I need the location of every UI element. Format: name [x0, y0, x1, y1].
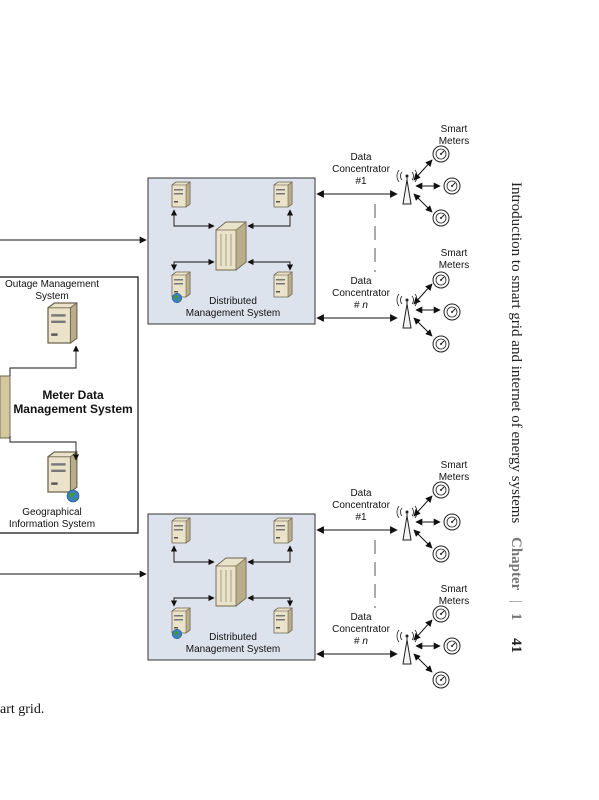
smart-meters-label-line2: Meters — [438, 260, 470, 271]
page-number: 41 — [508, 638, 524, 654]
smart-meter-icon — [443, 177, 461, 195]
dms-label-line1: Distributed — [209, 632, 257, 643]
server-icon — [273, 607, 293, 634]
concentrator-label-line1: Data — [350, 152, 372, 163]
server-icon — [171, 181, 191, 208]
concentrator-label-line2: Concentrator — [332, 624, 390, 635]
outage-label-line2: System — [35, 291, 69, 302]
main-server-icon — [0, 375, 11, 439]
smart-meter-icon — [432, 481, 450, 499]
globe-icon — [66, 489, 80, 503]
server-icon — [171, 607, 191, 634]
chapter-number: 1 — [508, 612, 524, 621]
dms-label-line1: Distributed — [209, 296, 257, 307]
smart-meters-label-line1: Smart — [440, 124, 468, 135]
antenna-tower-icon — [396, 293, 418, 329]
concentrator-number-var: n — [362, 300, 368, 311]
server-icon — [273, 181, 293, 208]
smart-meter-icon — [432, 209, 450, 227]
concentrator-label-line1: Data — [350, 276, 372, 287]
smart-meters-label: Smart Meters — [430, 584, 478, 608]
concentrator-number-prefix: # — [354, 300, 363, 311]
server-icon — [273, 517, 293, 544]
dms-label-line2: Management System — [185, 308, 281, 319]
concentrator-label-line1: Data — [350, 612, 372, 623]
server-icon — [171, 517, 191, 544]
concentrator-label-line1: Data — [350, 488, 372, 499]
smart-meter-icon — [443, 513, 461, 531]
concentrator-label-line2: Concentrator — [332, 164, 390, 175]
antenna-tower-icon — [396, 505, 418, 541]
concentrator-label-line2: Concentrator — [332, 500, 390, 511]
concentrator-label: Data Concentrator # n — [326, 612, 396, 648]
smart-meters-label: Smart Meters — [430, 460, 478, 484]
smart-meters-label-line2: Meters — [438, 596, 470, 607]
outage-label: Outage Management System — [0, 279, 104, 303]
server-icon — [47, 302, 78, 344]
antenna-tower-icon — [396, 169, 418, 205]
smart-meters-label-line1: Smart — [440, 584, 468, 595]
mdms-title: Meter Data Management System — [10, 388, 136, 416]
gis-label-line1: Geographical — [22, 507, 82, 518]
smart-meters-label-line2: Meters — [438, 472, 470, 483]
smart-meter-icon — [432, 335, 450, 353]
running-header-title: Introduction to smart grid and internet … — [508, 182, 524, 524]
concentrator-label: Data Concentrator #1 — [326, 488, 396, 524]
smart-meters-label-line1: Smart — [440, 460, 468, 471]
server-icon — [47, 451, 78, 493]
gis-label-line2: Information System — [8, 519, 96, 530]
smart-meters-label-line2: Meters — [438, 136, 470, 147]
smart-meters-label-line1: Smart — [440, 248, 468, 259]
concentrator-number-prefix: # — [354, 636, 363, 647]
smart-meter-icon — [443, 637, 461, 655]
main-server-icon — [215, 557, 247, 607]
outage-label-line1: Outage Management — [5, 279, 99, 290]
header-separator: | — [508, 600, 524, 604]
smart-meter-icon — [432, 271, 450, 289]
smart-meter-icon — [443, 303, 461, 321]
concentrator-label: Data Concentrator #1 — [326, 152, 396, 188]
dms-lower — [147, 513, 316, 661]
smart-meters-label: Smart Meters — [430, 248, 478, 272]
smart-meter-icon — [432, 671, 450, 689]
gis-label: Geographical Information System — [0, 507, 104, 531]
server-icon — [273, 271, 293, 298]
concentrator-label-line3: # n — [326, 636, 396, 648]
concentrator-number-var: n — [362, 636, 368, 647]
concentrator-label-line3: #1 — [355, 176, 367, 187]
antenna-tower-icon — [396, 629, 418, 665]
dms-label: Distributed Management System — [178, 296, 288, 320]
mdms-panel — [0, 276, 139, 534]
concentrator-label-line3: #1 — [355, 512, 367, 523]
server-icon — [171, 271, 191, 298]
chapter-label: Chapter — [508, 537, 524, 591]
concentrator-label: Data Concentrator # n — [326, 276, 396, 312]
smart-meters-label: Smart Meters — [430, 124, 478, 148]
dms-label-line2: Management System — [185, 644, 281, 655]
smart-meter-icon — [432, 145, 450, 163]
dms-label: Distributed Management System — [178, 632, 288, 656]
mdms-title-line2: Management System — [13, 402, 133, 416]
concentrator-label-line3: # n — [326, 300, 396, 312]
dms-upper — [147, 177, 316, 325]
main-server-icon — [215, 221, 247, 271]
mdms-title-line1: Meter Data — [42, 388, 104, 402]
smart-meter-icon — [432, 545, 450, 563]
concentrator-label-line2: Concentrator — [332, 288, 390, 299]
smart-meter-icon — [432, 605, 450, 623]
running-header: Introduction to smart grid and internet … — [507, 182, 524, 653]
figure-caption: art grid. — [0, 702, 45, 717]
